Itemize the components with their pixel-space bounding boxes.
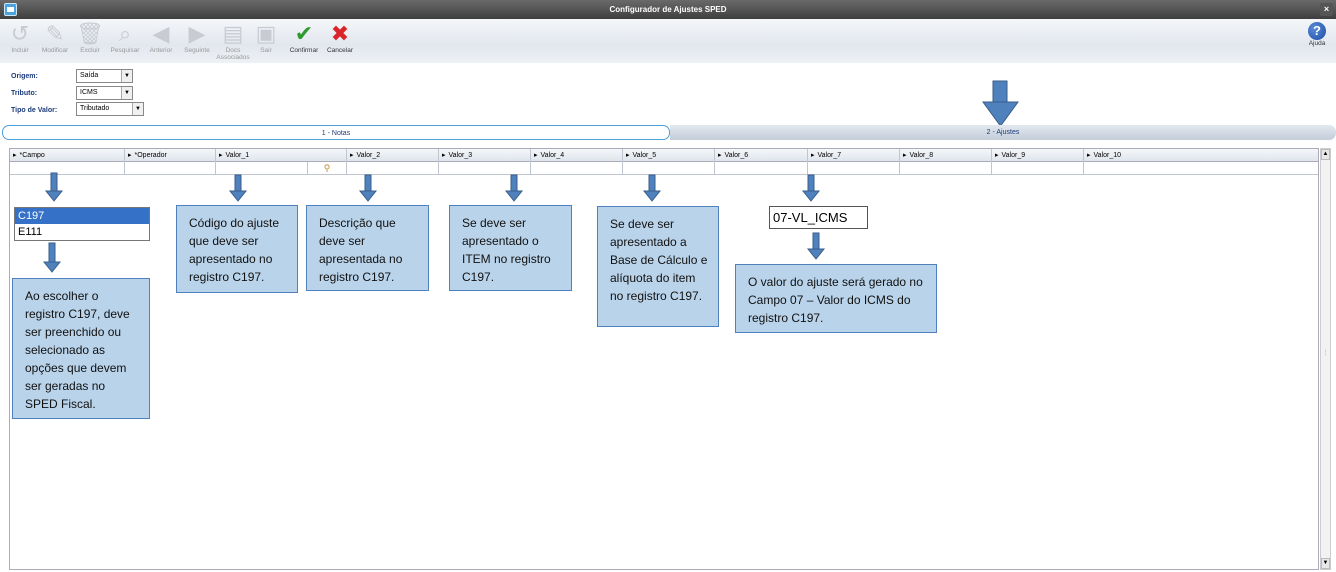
scroll-down-icon[interactable]: ▼ (1321, 558, 1330, 569)
x-icon: ✖ (330, 21, 350, 46)
arrow-left-icon: ◀ (152, 21, 170, 46)
sair-button[interactable]: ▣ Sair (248, 21, 284, 61)
title-bar: Configurador de Ajustes SPED × (0, 0, 1336, 19)
tipo-valor-value: Tributado (80, 105, 110, 112)
chevron-down-icon[interactable]: ▼ (121, 70, 132, 82)
docs-associados-button[interactable]: ▤ Docs Associados (215, 21, 251, 61)
app-icon (4, 3, 17, 16)
ajustes-pointer-arrow (982, 80, 1019, 127)
edit-icon: ✎ (45, 21, 65, 46)
seguinte-button[interactable]: ▶ Seguinte (179, 21, 215, 61)
modificar-label: Modificar (41, 47, 69, 54)
grid-header: *Campo *Operador Valor_1 Valor_2 Valor_3… (10, 149, 1318, 162)
anterior-button[interactable]: ◀ Anterior (143, 21, 179, 61)
tributo-select[interactable]: ICMS ▼ (76, 86, 133, 100)
search-icon: ⌕ (118, 21, 132, 46)
origem-select[interactable]: Saída ▼ (76, 69, 133, 83)
excluir-button[interactable]: 🗑 Excluir (72, 21, 108, 61)
column-valor-10[interactable]: Valor_10 (1084, 149, 1318, 162)
vertical-scrollbar[interactable]: ▲ ⋮ ▼ (1320, 148, 1331, 570)
toolbar: ↺ Incluir ✎ Modificar 🗑 Excluir ⌕ Pesqui… (0, 19, 1336, 63)
arrow-list-to-callout (42, 242, 62, 273)
documents-icon: ▤ (222, 21, 244, 46)
docs-associados-label: Docs Associados (216, 47, 250, 61)
cell-valor-3[interactable] (439, 162, 531, 174)
list-item[interactable]: C197 (15, 208, 149, 224)
sair-label: Sair (260, 47, 272, 54)
add-icon: ↺ (10, 21, 30, 46)
cell-valor-1[interactable] (216, 162, 308, 174)
callout-valor3: Se deve ser apresentado o ITEM no regist… (449, 205, 572, 291)
arrow-valor7 (801, 174, 821, 202)
valor7-value-box[interactable]: 07-VL_ICMS (769, 206, 868, 229)
arrow-valor1 (228, 174, 248, 202)
callout-valor5: Se deve ser apresentado a Base de Cálcul… (597, 206, 719, 327)
tipo-valor-select[interactable]: Tributado ▼ (76, 102, 144, 116)
modificar-button[interactable]: ✎ Modificar (37, 21, 73, 61)
arrow-campo-to-list (44, 172, 64, 202)
help-button[interactable]: ? Ajuda (1304, 22, 1330, 47)
callout-valor2: Descrição que deve ser apresentada no re… (306, 205, 429, 291)
chevron-down-icon[interactable]: ▼ (132, 103, 143, 115)
window-title: Configurador de Ajustes SPED (609, 5, 727, 14)
tributo-value: ICMS (80, 89, 98, 96)
confirmar-label: Confirmar (289, 47, 319, 54)
seguinte-label: Seguinte (184, 47, 210, 54)
cell-valor-7[interactable] (808, 162, 900, 174)
callout-campo: Ao escolher o registro C197, deve ser pr… (12, 278, 150, 419)
campo-listbox[interactable]: C197 E111 (14, 207, 150, 241)
scroll-grip-icon[interactable]: ⋮ (1322, 350, 1329, 356)
excluir-label: Excluir (80, 47, 100, 54)
arrow-right-icon: ▶ (188, 21, 206, 46)
anterior-label: Anterior (149, 47, 173, 54)
chevron-down-icon[interactable]: ▼ (121, 87, 132, 99)
cell-valor-6[interactable] (715, 162, 808, 174)
close-button[interactable]: × (1320, 3, 1333, 16)
trash-icon: 🗑 (76, 21, 104, 46)
arrow-valor7-to-callout (806, 232, 826, 260)
checkmark-icon: ✔ (294, 21, 314, 46)
origem-value: Saída (80, 72, 99, 79)
pesquisar-button[interactable]: ⌕ Pesquisar (107, 21, 143, 61)
tab-notas[interactable]: 1 - Notas (2, 125, 670, 140)
cell-valor-8[interactable] (900, 162, 992, 174)
callout-valor7: O valor do ajuste será gerado no Campo 0… (735, 264, 937, 333)
tipo-valor-label: Tipo de Valor: (11, 107, 58, 114)
tab-strip: 1 - Notas 2 - Ajustes (2, 125, 1336, 140)
origem-label: Origem: (11, 73, 38, 80)
cell-valor-4[interactable] (531, 162, 623, 174)
scroll-up-icon[interactable]: ▲ (1321, 149, 1330, 160)
arrow-valor3 (504, 174, 524, 202)
cancelar-button[interactable]: ✖ Cancelar (322, 21, 358, 61)
arrow-valor5 (642, 174, 662, 202)
table-row[interactable]: ⚲ (10, 162, 1318, 175)
help-icon: ? (1308, 22, 1326, 40)
confirmar-button[interactable]: ✔ Confirmar (286, 21, 322, 61)
cell-valor-2[interactable] (347, 162, 439, 174)
cell-operador[interactable] (125, 162, 216, 174)
callout-valor1: Código do ajuste que deve ser apresentad… (176, 205, 298, 293)
cancelar-label: Cancelar (326, 47, 353, 54)
tributo-label: Tributo: (11, 90, 38, 97)
cell-valor-9[interactable] (992, 162, 1084, 174)
pesquisar-label: Pesquisar (110, 47, 140, 54)
lookup-search-icon[interactable]: ⚲ (308, 162, 347, 174)
arrow-valor2 (358, 174, 378, 202)
tab-ajustes[interactable]: 2 - Ajustes (670, 125, 1336, 140)
help-label: Ajuda (1308, 40, 1326, 47)
cell-valor-5[interactable] (623, 162, 715, 174)
incluir-button[interactable]: ↺ Incluir (2, 21, 38, 61)
exit-door-icon: ▣ (255, 21, 277, 46)
incluir-label: Incluir (11, 47, 29, 54)
list-item[interactable]: E111 (18, 226, 43, 238)
cell-campo[interactable] (10, 162, 125, 174)
ajustes-grid: *Campo *Operador Valor_1 Valor_2 Valor_3… (9, 148, 1319, 570)
